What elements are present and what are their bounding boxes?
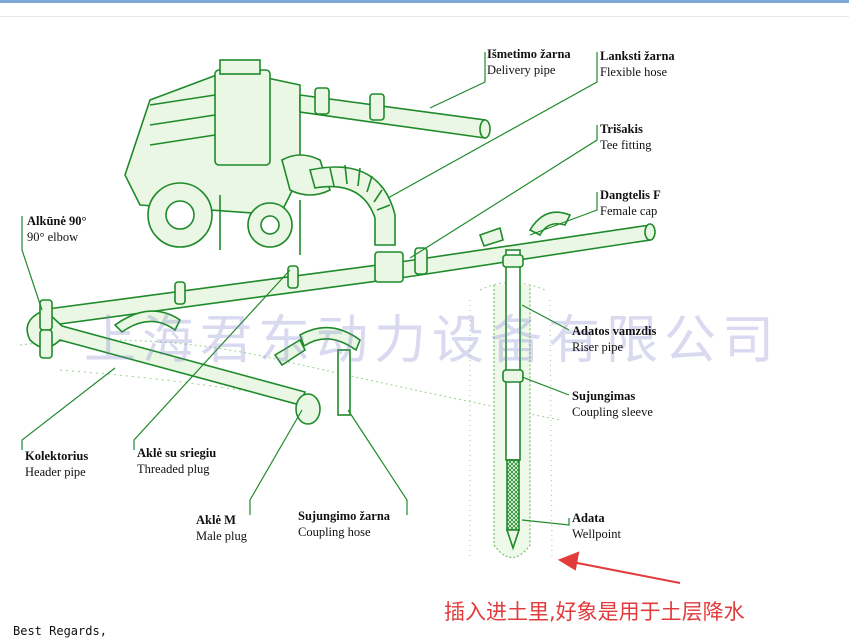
label-male-plug-lt: Aklė M [196, 513, 236, 527]
label-female-cap-en: Female cap [600, 204, 658, 218]
label-threaded-plug-lt: Aklė su sriegiu [137, 446, 217, 460]
label-coupling-hose-en: Coupling hose [298, 525, 371, 539]
label-flexible-hose-lt: Lanksti žarna [600, 49, 675, 63]
company-watermark: 上海君东动力设备有限公司 [84, 311, 781, 371]
label-header-pipe-lt: Kolektorius [25, 449, 89, 463]
label-male-plug: Aklė M Male plug [196, 512, 247, 544]
annotation-arrow [557, 551, 681, 584]
label-riser-pipe-en: Riser pipe [572, 340, 624, 354]
label-header-pipe: Kolektorius Header pipe [25, 448, 88, 480]
label-coupling-hose-lt: Sujungimo žarna [298, 509, 391, 523]
chinese-annotation: 插入进土里,好象是用于土层降水 [444, 600, 745, 624]
divider-line [0, 16, 849, 17]
label-wellpoint: Adata Wellpoint [572, 510, 621, 542]
label-male-plug-en: Male plug [196, 529, 248, 543]
flexible-hose [309, 164, 396, 246]
leader-lines [21, 52, 598, 526]
label-coupling-sleeve: Sujungimas Coupling sleeve [572, 388, 653, 420]
label-riser-pipe-lt: Adatos vamzdis [572, 324, 657, 338]
label-threaded-plug-en: Threaded plug [137, 462, 210, 476]
label-delivery-pipe-lt: Išmetimo žarna [487, 47, 571, 61]
label-coupling-sleeve-lt: Sujungimas [572, 389, 636, 403]
browser-top-border [0, 0, 849, 3]
label-coupling-sleeve-en: Coupling sleeve [572, 405, 653, 419]
label-elbow-en: 90° elbow [27, 230, 79, 244]
label-tee-fitting: Trišakis Tee fitting [600, 121, 652, 153]
label-elbow-lt: Alkūnė 90° [27, 214, 87, 228]
delivery-pipe [299, 87, 491, 139]
label-flexible-hose-en: Flexible hose [600, 65, 668, 79]
label-wellpoint-lt: Adata [572, 511, 605, 525]
label-female-cap: Dangtelis F Female cap [600, 187, 661, 219]
riser-pipe [502, 249, 524, 551]
coupling-hoses [113, 211, 572, 416]
label-header-pipe-en: Header pipe [25, 465, 86, 479]
pump-unit [124, 59, 331, 255]
label-delivery-pipe: Išmetimo žarna Delivery pipe [487, 46, 571, 78]
label-tee-fitting-en: Tee fitting [600, 138, 652, 152]
label-riser-pipe: Adatos vamzdis Riser pipe [572, 323, 656, 355]
header-pipe [26, 223, 656, 425]
label-flexible-hose: Lanksti žarna Flexible hose [600, 48, 675, 80]
footer-regards: Best Regards, [13, 624, 107, 638]
label-female-cap-lt: Dangtelis F [600, 188, 661, 202]
label-wellpoint-en: Wellpoint [572, 527, 621, 541]
label-delivery-pipe-en: Delivery pipe [487, 63, 556, 77]
label-threaded-plug: Aklė su sriegiu Threaded plug [137, 445, 216, 477]
label-elbow: Alkūnė 90° 90° elbow [27, 213, 87, 245]
label-coupling-hose: Sujungimo žarna Coupling hose [298, 508, 390, 540]
label-tee-fitting-lt: Trišakis [600, 122, 643, 136]
